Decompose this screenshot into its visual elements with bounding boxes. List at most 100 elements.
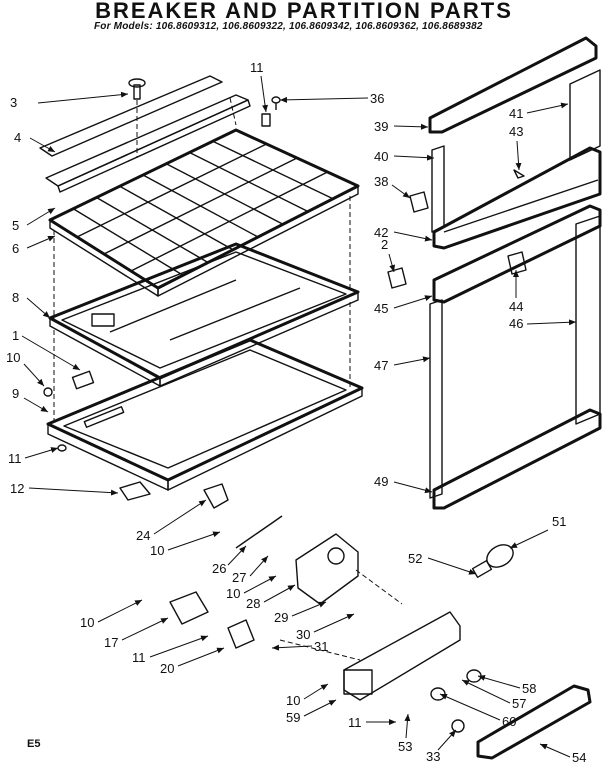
callout-number: 2 [381,237,388,252]
callout-number: 26 [212,561,226,576]
callout-30: 30 [296,613,355,642]
callout-number: 11 [132,650,146,665]
part-6-upper-breaker-frame [48,128,360,297]
callout-47: 47 [374,356,431,373]
callout-number: 42 [374,225,388,240]
part-44-clip [507,251,527,275]
callout-45: 45 [374,295,433,316]
callout-number: 36 [370,91,384,106]
part-24-bulb-socket [203,483,229,509]
callout-4: 4 [14,130,56,153]
callout-51: 51 [509,514,566,549]
leader-line [243,575,277,594]
callout-3: 3 [10,91,129,110]
callout-2: 2 [381,237,396,273]
part-47-vertical-strip [429,299,443,499]
callout-number: 59 [286,710,300,725]
callout-number: 10 [226,586,240,601]
callout-number: 24 [136,528,150,543]
leader-line [28,487,119,496]
leader-line [149,635,209,658]
leader-line [177,647,225,667]
leader-line [167,531,221,551]
callout-11: 11 [132,635,209,665]
leader-line [260,75,269,113]
leader-line [539,743,571,758]
part-4-breaker-strip [39,75,223,157]
callout-53: 53 [398,713,412,754]
leader-line [97,599,143,623]
part-53-control-bracket [343,611,461,701]
callout-number: 4 [14,130,21,145]
leader-line [21,335,81,371]
callout-27: 27 [232,555,269,585]
part-52-bulb [471,544,514,579]
leader-line [388,253,396,273]
callout-40: 40 [374,149,435,164]
callout-10: 10 [150,531,221,558]
part-43-screw [513,169,525,179]
callout-number: 38 [374,174,388,189]
leader-line [249,555,269,577]
callout-number: 10 [150,543,164,558]
leader-line [23,397,49,413]
callout-number: 49 [374,474,388,489]
callout-20: 20 [160,647,225,676]
leader-line [477,675,521,689]
leader-line [37,91,129,104]
callout-number: 11 [348,715,362,730]
part-36-screw [271,96,281,110]
leader-line [303,699,337,717]
callout-number: 43 [509,124,523,139]
page-code: E5 [27,738,41,750]
callout-number: 33 [426,749,440,764]
part-45-lower-trim-top [432,204,602,304]
callout-54: 54 [539,743,586,765]
callout-number: 52 [408,551,422,566]
callout-number: 8 [12,290,19,305]
leader-line [515,140,522,171]
callout-number: 9 [12,386,19,401]
leader-line [393,295,433,309]
part-5-breaker-cover [45,94,251,193]
part-2-clip [387,267,407,289]
callout-26: 26 [212,545,247,576]
callout-number: 39 [374,119,388,134]
callout-number: 45 [374,301,388,316]
leader-line [23,363,45,387]
leader-line [526,102,569,114]
callout-12: 12 [10,481,119,496]
leader-line [393,123,429,130]
callout-10: 10 [226,575,277,601]
callout-number: 11 [8,451,22,466]
callout-29: 29 [274,601,327,625]
part-26-wire [235,515,283,549]
part-3-fastener [128,78,146,158]
callout-5: 5 [12,207,56,233]
leader-line [439,693,501,721]
callout-6: 6 [12,235,56,256]
part-39-upper-trim [428,36,598,134]
callout-39: 39 [374,119,429,134]
callout-60: 60 [439,693,516,729]
part-28-damper-housing [295,533,359,605]
leader-line [391,184,411,199]
leader-line [526,319,577,326]
leader-line [29,137,56,153]
callout-number: 41 [509,106,523,121]
callout-58: 58 [477,675,536,696]
leader-line [393,356,431,366]
part-40-side-trim [431,145,445,233]
callout-number: 10 [6,350,20,365]
callout-number: 30 [296,627,310,642]
part-9-partition-tray [46,338,364,491]
callout-49: 49 [374,474,433,494]
leader-line [26,235,56,249]
callout-28: 28 [246,584,296,611]
part-11-screw [57,444,67,452]
callout-38: 38 [374,174,411,199]
callout-number: 12 [10,481,24,496]
part-1-clip [71,370,95,390]
callout-10: 10 [286,683,329,708]
